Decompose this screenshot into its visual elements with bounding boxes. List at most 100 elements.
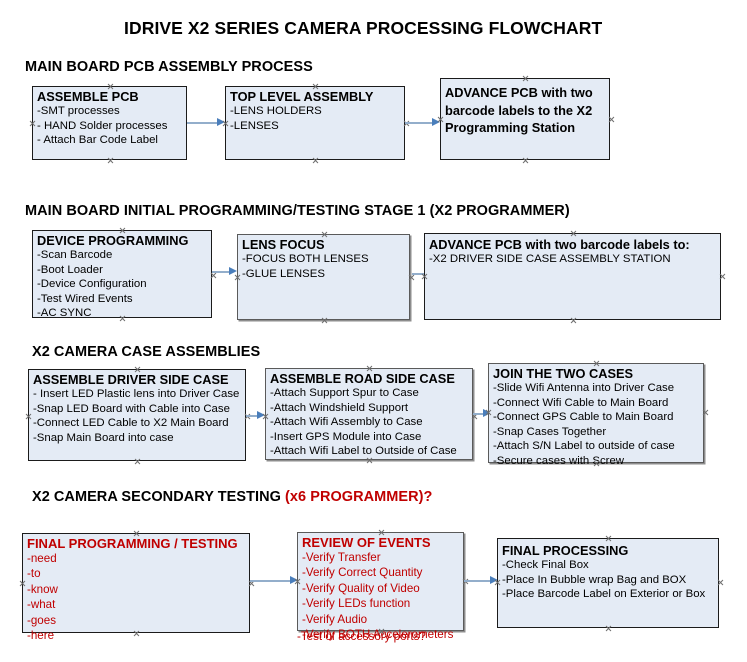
node-line: -Device Configuration	[37, 278, 147, 291]
arrow-head-icon	[290, 576, 298, 584]
connection-handle-bottom[interactable]	[605, 625, 612, 632]
node-line-list: -Check Final Box -Place In Bubble wrap B…	[498, 558, 718, 602]
node-line: -goes	[27, 613, 57, 627]
node-title: FINAL PROGRAMMING / TESTING	[27, 536, 238, 551]
node-line: -LENS HOLDERS	[230, 105, 322, 117]
arrow-head-icon	[229, 267, 237, 275]
node-join-the-two-cases[interactable]: JOIN THE TWO CASES -Slide Wifi Antenna i…	[488, 363, 704, 467]
node-line: -Attach Wifi Label to Outside of Case	[270, 445, 457, 458]
node-line: -Place In Bubble wrap Bag and BOX	[502, 573, 687, 586]
node-line: -here	[27, 629, 55, 643]
node-review-of-events[interactable]: REVIEW OF EVENTS -Verify Transfer -Verif…	[297, 532, 464, 641]
node-line-list: -Verify Transfer -Verify Correct Quantit…	[298, 550, 463, 642]
node-line: -Place Barcode Label on Exterior or Box	[502, 588, 706, 601]
section-header-accent-text: (x6 PROGRAMMER)?	[285, 489, 433, 505]
section-header-x2-camera-case-assemblies: X2 CAMERA CASE ASSEMBLIES	[32, 344, 260, 360]
node-line: -Connect GPS Cable to Main Board	[493, 411, 674, 424]
connector-shaft	[412, 273, 434, 275]
node-line: -Test Wired Events	[37, 292, 133, 305]
node-line: -Verify Audio	[302, 612, 368, 626]
node-line: -Snap Main Board into case	[33, 431, 174, 444]
node-title: REVIEW OF EVENTS	[302, 535, 431, 550]
node-line: -Secure cases with Screw	[493, 454, 625, 467]
connector-assemble-pcb-to-top-level-assembly	[187, 118, 225, 127]
node-line: -Verify Quality of Video	[302, 581, 420, 595]
section-header-main-board-pcb-assembly: MAIN BOARD PCB ASSEMBLY PROCESS	[25, 59, 313, 75]
section-header-main-board-initial-programming: MAIN BOARD INITIAL PROGRAMMING/TESTING S…	[25, 203, 570, 219]
node-title: ADVANCE PCB with two barcode labels to:	[429, 237, 690, 252]
connection-handle-bottom[interactable]	[522, 157, 529, 164]
node-line-list: -FOCUS BOTH LENSES -GLUE LENSES	[238, 252, 409, 281]
node-line: -Check Final Box	[502, 559, 589, 571]
connector-shaft	[405, 122, 433, 124]
connection-handle-bottom[interactable]	[570, 317, 577, 324]
node-line: - HAND Solder processes	[37, 119, 168, 132]
connection-handle-bottom[interactable]	[107, 157, 114, 164]
connector-shaft	[464, 580, 491, 582]
node-top-level-assembly[interactable]: TOP LEVEL ASSEMBLY -LENS HOLDERS -LENSES	[225, 86, 405, 160]
section-header-text: MAIN BOARD INITIAL PROGRAMMING/TESTING S…	[25, 203, 570, 219]
node-device-programming[interactable]: DEVICE PROGRAMMING -Scan Barcode -Boot L…	[32, 230, 212, 321]
arrow-head-icon	[257, 411, 265, 419]
connection-handle-bottom[interactable]	[321, 317, 328, 324]
node-line: -need	[27, 552, 57, 565]
connection-handle-bottom[interactable]	[312, 157, 319, 164]
section-header-text: X2 CAMERA SECONDARY TESTING	[32, 489, 286, 505]
node-assemble-driver-side-case[interactable]: ASSEMBLE DRIVER SIDE CASE - Insert LED P…	[28, 369, 246, 461]
node-line-list: -need -to -know -what -goes -here	[23, 551, 249, 643]
node-line: -Snap LED Board with Cable into Case	[33, 402, 230, 415]
node-final-processing[interactable]: FINAL PROCESSING -Check Final Box -Place…	[497, 538, 719, 628]
connector-device-programming-to-lens-focus	[212, 267, 237, 276]
connector-review-of-events-to-final-processing	[464, 576, 498, 585]
node-title: JOIN THE TWO CASES	[493, 366, 634, 381]
connection-handle-right[interactable]	[719, 273, 726, 280]
node-line: -Slide Wifi Antenna into Driver Case	[493, 382, 675, 394]
node-line: -Verify Correct Quantity	[302, 566, 423, 580]
node-title: FINAL PROCESSING	[502, 543, 629, 558]
node-lens-focus[interactable]: LENS FOCUS -FOCUS BOTH LENSES -GLUE LENS…	[237, 234, 410, 320]
node-line-list: -Attach Support Spur to Case -Attach Win…	[266, 386, 472, 459]
node-line: -LENSES	[230, 119, 279, 132]
node-line: -X2 DRIVER SIDE CASE ASSEMBLY STATION	[429, 253, 671, 265]
arrow-head-icon	[217, 118, 225, 126]
node-line-list: -Scan Barcode -Boot Loader -Device Confi…	[33, 248, 211, 321]
connection-handle-right[interactable]	[717, 579, 724, 586]
connection-handle-right[interactable]	[608, 116, 615, 123]
node-assemble-road-side-case[interactable]: ASSEMBLE ROAD SIDE CASE -Attach Support …	[265, 368, 473, 460]
node-line-list: -SMT processes - HAND Solder processes -…	[33, 104, 186, 148]
node-advance-pcb-to-x2-programming-station[interactable]: ADVANCE PCB with two barcode labels to t…	[440, 78, 610, 160]
node-line-list: -LENS HOLDERS -LENSES	[226, 104, 404, 133]
node-line: -Scan Barcode	[37, 249, 113, 261]
connector-top-level-assembly-to-advance-pcb	[405, 118, 440, 127]
connector-driver-case-to-road-case	[246, 411, 265, 420]
node-line-list: - Insert LED Plastic lens into Driver Ca…	[29, 387, 245, 445]
node-line: -FOCUS BOTH LENSES	[242, 253, 369, 265]
page-title: IDRIVE X2 SERIES CAMERA PROCESSING FLOWC…	[124, 18, 603, 38]
arrow-head-icon	[432, 118, 440, 126]
node-line: -Boot Loader	[37, 263, 103, 276]
node-line: -to	[27, 567, 41, 581]
connector-shaft	[250, 580, 291, 582]
node-advance-pcb-to-driver-side-case-station[interactable]: ADVANCE PCB with two barcode labels to: …	[424, 233, 721, 320]
connection-handle-right[interactable]	[702, 409, 709, 416]
node-line: -Connect LED Cable to X2 Main Board	[33, 417, 229, 430]
node-title: ASSEMBLE ROAD SIDE CASE	[270, 371, 455, 386]
node-title: ASSEMBLE DRIVER SIDE CASE	[33, 372, 229, 387]
section-header-x2-camera-secondary-testing: X2 CAMERA SECONDARY TESTING (x6 PROGRAMM…	[32, 489, 432, 505]
connection-handle-bottom[interactable]	[134, 458, 141, 465]
connector-final-programming-to-review-of-events	[250, 576, 298, 585]
node-line: -Snap Cases Together	[493, 425, 607, 438]
node-title: DEVICE PROGRAMMING	[37, 233, 189, 248]
node-line: -SMT processes	[37, 105, 120, 117]
node-line-list: -X2 DRIVER SIDE CASE ASSEMBLY STATION	[425, 252, 720, 267]
arrow-head-icon	[483, 409, 491, 417]
connector-shaft	[187, 122, 218, 124]
node-assemble-pcb[interactable]: ASSEMBLE PCB -SMT processes - HAND Solde…	[32, 86, 187, 160]
section-header-text: MAIN BOARD PCB ASSEMBLY PROCESS	[25, 59, 313, 75]
node-line: -Insert GPS Module into Case	[270, 430, 422, 443]
node-line: -Attach S/N Label to outside of case	[493, 440, 675, 453]
connector-shaft	[212, 271, 230, 273]
node-final-programming-testing[interactable]: FINAL PROGRAMMING / TESTING -need -to -k…	[22, 533, 250, 642]
node-title: ASSEMBLE PCB	[37, 89, 139, 104]
